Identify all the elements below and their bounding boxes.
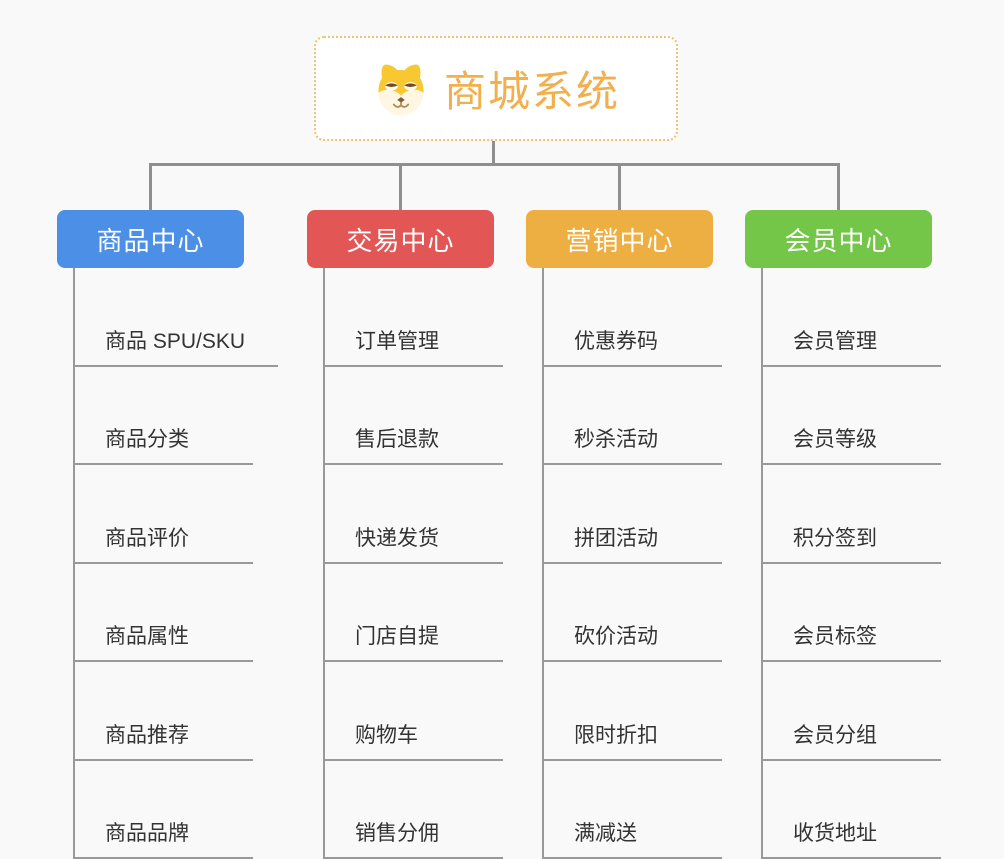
- branch-item-label: 收货地址: [793, 817, 877, 847]
- branch-list: 会员管理 会员等级 积分签到 会员标签 会员分组 收货地址: [761, 268, 941, 859]
- branch-item-label: 销售分佣: [355, 817, 439, 847]
- branch-item-label: 优惠券码: [574, 325, 658, 355]
- branch-label: 商品中心: [96, 221, 204, 258]
- branch-item[interactable]: 会员标签: [763, 564, 941, 663]
- branch-item[interactable]: 商品 SPU/SKU: [75, 268, 278, 367]
- branch-item[interactable]: 快递发货: [325, 465, 503, 564]
- branch-item[interactable]: 砍价活动: [544, 564, 722, 663]
- branch-item[interactable]: 商品品牌: [75, 761, 253, 859]
- branch-item[interactable]: 秒杀活动: [544, 367, 722, 466]
- branch-item-label: 会员标签: [793, 620, 877, 650]
- connector-drop-marketing-center: [618, 163, 621, 210]
- branch-item[interactable]: 限时折扣: [544, 662, 722, 761]
- branch-item[interactable]: 门店自提: [325, 564, 503, 663]
- branch-item[interactable]: 满减送: [544, 761, 722, 859]
- branch-item[interactable]: 会员等级: [763, 367, 941, 466]
- connector-drop-product-center: [149, 163, 152, 210]
- branch-label: 交易中心: [346, 221, 454, 258]
- branch-item-label: 商品推荐: [105, 719, 189, 749]
- branch-list: 优惠券码 秒杀活动 拼团活动 砍价活动 限时折扣 满减送: [542, 268, 722, 859]
- branch-item[interactable]: 积分签到: [763, 465, 941, 564]
- root-title: 商城系统: [444, 58, 620, 119]
- branch-item-label: 商品分类: [105, 423, 189, 453]
- branch-item-label: 会员等级: [793, 423, 877, 453]
- branch-product-center: 商品中心 商品 SPU/SKU 商品分类 商品评价 商品属性 商品推荐 商品品牌: [57, 210, 278, 859]
- branch-header-member-center[interactable]: 会员中心: [745, 210, 932, 268]
- connector-drop-trade-center: [399, 163, 402, 210]
- branch-item[interactable]: 订单管理: [325, 268, 503, 367]
- connector-rail: [149, 163, 840, 166]
- branch-label: 会员中心: [784, 221, 892, 258]
- branch-item-label: 积分签到: [793, 522, 877, 552]
- branch-item[interactable]: 优惠券码: [544, 268, 722, 367]
- branch-item-label: 售后退款: [355, 423, 439, 453]
- branch-item-label: 秒杀活动: [574, 423, 658, 453]
- branch-item[interactable]: 售后退款: [325, 367, 503, 466]
- branch-header-trade-center[interactable]: 交易中心: [307, 210, 494, 268]
- branch-item-label: 砍价活动: [574, 620, 658, 650]
- branch-item-label: 限时折扣: [574, 719, 658, 749]
- branch-item-label: 快递发货: [355, 522, 439, 552]
- branch-member-center: 会员中心 会员管理 会员等级 积分签到 会员标签 会员分组 收货地址: [745, 210, 941, 859]
- connector-drop-member-center: [837, 163, 840, 210]
- branch-trade-center: 交易中心 订单管理 售后退款 快递发货 门店自提 购物车 销售分佣: [307, 210, 503, 859]
- branch-item-label: 门店自提: [355, 620, 439, 650]
- branch-item[interactable]: 会员分组: [763, 662, 941, 761]
- branch-marketing-center: 营销中心 优惠券码 秒杀活动 拼团活动 砍价活动 限时折扣 满减送: [526, 210, 722, 859]
- dog-face-icon: [372, 60, 430, 118]
- branch-item-label: 商品 SPU/SKU: [105, 325, 245, 355]
- branch-item[interactable]: 购物车: [325, 662, 503, 761]
- branch-item-label: 购物车: [355, 719, 418, 749]
- branch-item-label: 会员分组: [793, 719, 877, 749]
- branch-item[interactable]: 商品推荐: [75, 662, 253, 761]
- branch-header-marketing-center[interactable]: 营销中心: [526, 210, 713, 268]
- branch-item[interactable]: 销售分佣: [325, 761, 503, 859]
- root-node[interactable]: 商城系统: [314, 36, 678, 141]
- branch-item-label: 拼团活动: [574, 522, 658, 552]
- branch-item[interactable]: 收货地址: [763, 761, 941, 859]
- branch-item[interactable]: 商品评价: [75, 465, 253, 564]
- branch-list: 商品 SPU/SKU 商品分类 商品评价 商品属性 商品推荐 商品品牌: [73, 268, 278, 859]
- branch-item-label: 满减送: [574, 817, 637, 847]
- branch-item-label: 商品评价: [105, 522, 189, 552]
- branch-item[interactable]: 拼团活动: [544, 465, 722, 564]
- branch-item-label: 订单管理: [355, 325, 439, 355]
- branch-item-label: 商品属性: [105, 620, 189, 650]
- branch-list: 订单管理 售后退款 快递发货 门店自提 购物车 销售分佣: [323, 268, 503, 859]
- branch-item[interactable]: 会员管理: [763, 268, 941, 367]
- branch-item-label: 会员管理: [793, 325, 877, 355]
- branch-item[interactable]: 商品分类: [75, 367, 253, 466]
- branch-label: 营销中心: [565, 221, 673, 258]
- branch-item-label: 商品品牌: [105, 817, 189, 847]
- branch-header-product-center[interactable]: 商品中心: [57, 210, 244, 268]
- branch-item[interactable]: 商品属性: [75, 564, 253, 663]
